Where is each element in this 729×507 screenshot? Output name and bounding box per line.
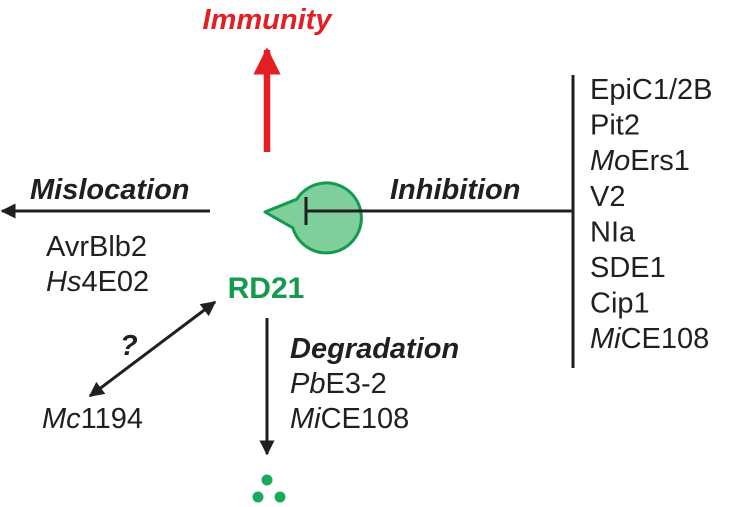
rd21-protease-icon [263, 181, 363, 255]
effector-label: NIa [590, 216, 636, 248]
effector-label: MiCE108 [590, 323, 709, 355]
immunity-label: Immunity [203, 4, 334, 36]
degradation-product-dot [252, 491, 264, 503]
effector-label: V2 [590, 181, 625, 213]
mc1194-effector: Mc1194 [42, 403, 143, 435]
effector-label: AvrBlb2 [46, 231, 147, 263]
unknown-interaction-label: ? [120, 330, 138, 362]
rd21-label: RD21 [228, 272, 305, 305]
degradation-label: Degradation [290, 333, 459, 365]
degradation-product-dot [261, 474, 273, 486]
effector-label: Hs4E02 [46, 266, 149, 298]
effector-label: PbE3-2 [290, 368, 387, 400]
mislocation-label: Mislocation [30, 174, 190, 206]
effector-label: Pit2 [590, 110, 640, 142]
effector-label: MoErs1 [590, 145, 690, 177]
effector-label: SDE1 [590, 252, 666, 284]
inhibition-label: Inhibition [390, 174, 520, 206]
effector-label: EpiC1/2B [590, 74, 713, 106]
effector-label: Cip1 [590, 288, 650, 320]
unknown-interaction-arrow [88, 300, 217, 398]
degradation-product-dot [274, 491, 286, 503]
effector-label: MiCE108 [290, 403, 409, 435]
